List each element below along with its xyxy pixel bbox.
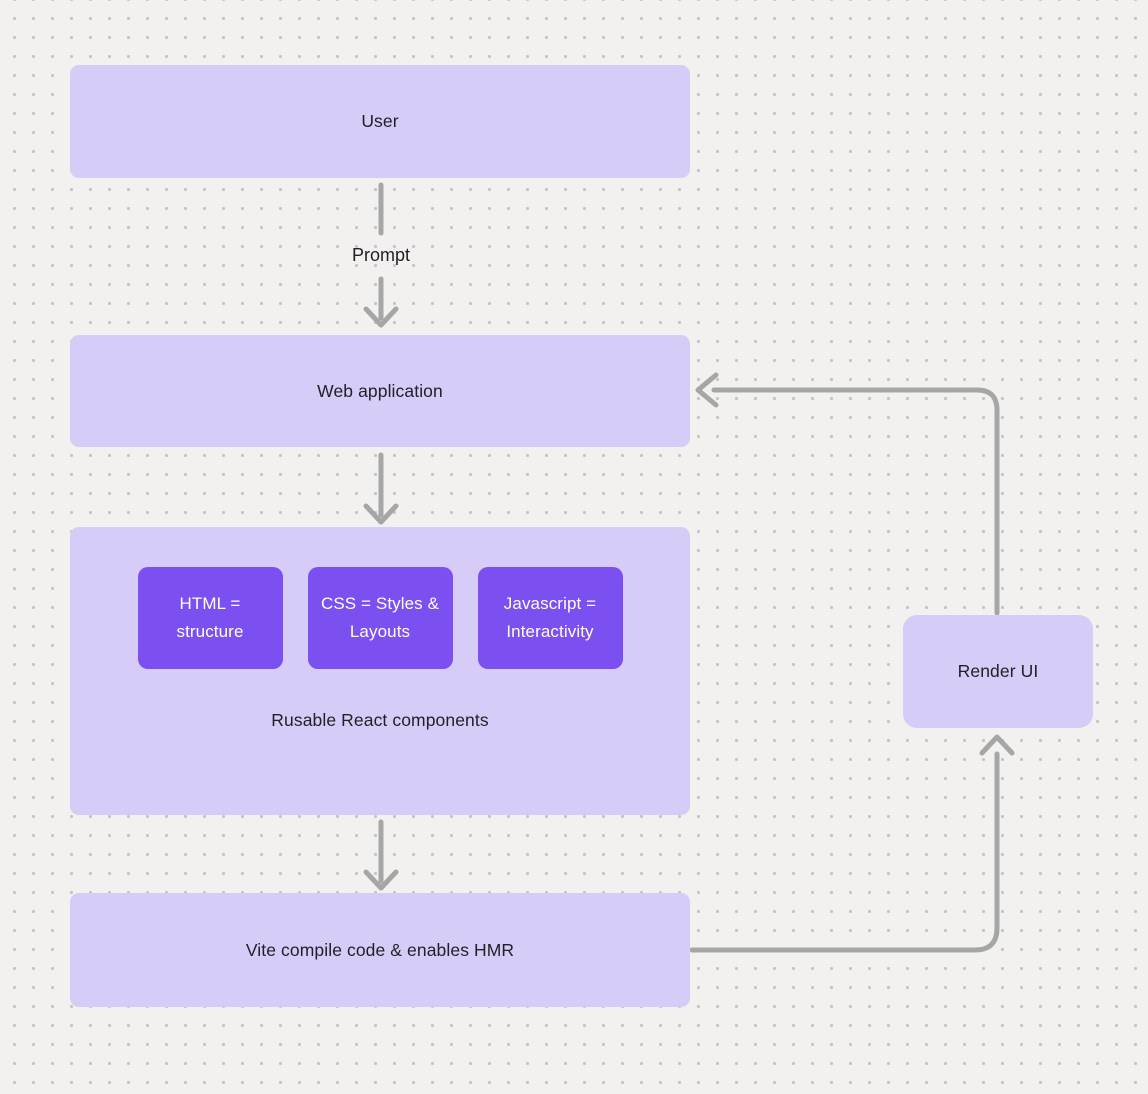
node-css: CSS = Styles & Layouts (307, 567, 453, 669)
node-html-label: HTML = structure (176, 594, 244, 641)
components-row: HTML = structure CSS = Styles & Layouts … (70, 567, 690, 669)
edge-renderui-to-webapp (711, 387, 1000, 616)
components-container-label: Rusable React components (271, 710, 489, 730)
node-javascript: Javascript = Interactivity (477, 567, 623, 669)
node-user: User (70, 65, 690, 178)
node-web-application-label: Web application (317, 380, 443, 401)
arrowhead-left-into-webapp (695, 372, 719, 408)
arrowhead-down-into-components (363, 503, 399, 525)
node-javascript-label: Javascript = Interactivity (503, 594, 597, 641)
node-web-application: Web application (70, 335, 690, 447)
node-css-label: CSS = Styles & Layouts (320, 594, 440, 641)
node-render-ui-label: Render UI (957, 661, 1039, 681)
edge-label-prompt: Prompt (351, 245, 411, 265)
node-user-label: User (361, 111, 399, 131)
edge-vite-to-renderui (689, 751, 1000, 953)
arrowhead-down-into-webapp (363, 306, 399, 328)
node-html: HTML = structure (137, 567, 283, 669)
arrowhead-up-into-renderui (979, 734, 1015, 756)
arrowhead-down-into-vite (363, 869, 399, 891)
node-vite-label: Vite compile code & enables HMR (245, 939, 515, 960)
node-components-container: HTML = structure CSS = Styles & Layouts … (70, 527, 690, 815)
node-vite: Vite compile code & enables HMR (70, 893, 690, 1007)
node-render-ui: Render UI (903, 615, 1093, 728)
